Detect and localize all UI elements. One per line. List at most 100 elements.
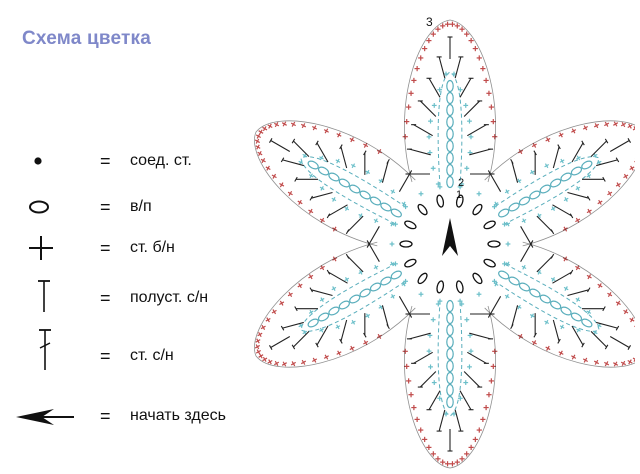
legend-row-double-crochet: = ст. с/н [12, 329, 292, 374]
dc-stitch-top [602, 306, 606, 312]
dc-stitch-top [291, 138, 296, 144]
last-round-stitch [634, 325, 635, 330]
chain-stitch [328, 306, 340, 316]
last-round-stitch [255, 339, 261, 343]
last-round-stitch [623, 174, 629, 179]
dc-stitch [293, 140, 310, 157]
dc-stitch [409, 148, 431, 156]
dc-stitch [454, 56, 462, 79]
petal-outline [404, 305, 496, 469]
legend-equals: = [100, 197, 111, 217]
ring-chain [399, 240, 413, 248]
last-round-stitch [300, 123, 307, 128]
legend-label: ст. б/н [130, 239, 175, 256]
chain-stitch [570, 312, 583, 322]
chain-loop [437, 71, 463, 187]
legend-label: начать здесь [130, 407, 226, 424]
dc-stitch [596, 321, 618, 329]
sc-stitch [319, 328, 324, 332]
chain-stitch [446, 151, 454, 165]
sc-stitch [331, 286, 337, 291]
sc-stitch [575, 297, 581, 302]
chain-stitch [390, 208, 402, 218]
ring-chain [417, 203, 428, 216]
chain-stitch [446, 347, 454, 361]
chain-stitch [390, 270, 402, 280]
dc-stitch-top [315, 140, 319, 146]
chain-stitch [508, 276, 520, 286]
last-round-stitch [607, 292, 613, 297]
last-round-stitch [260, 158, 266, 163]
legend-row-single-crochet: = ст. б/н [12, 232, 292, 266]
dc-stitch-top [587, 287, 591, 293]
chain-loop [494, 263, 600, 332]
dc-stitch [571, 142, 584, 163]
legend-label: в/п [130, 198, 152, 215]
chain-stitch [446, 139, 454, 153]
chain-stitch [307, 160, 319, 170]
last-round-stitch [632, 357, 635, 362]
last-round-stitch [363, 143, 369, 148]
chain-stitch [446, 323, 454, 337]
dc-stitch-top [280, 157, 285, 163]
chain-stitch [539, 294, 551, 304]
dc-stitch [295, 308, 318, 310]
dc-stitch [316, 142, 329, 163]
last-round-stitch [363, 340, 369, 345]
chain-stitch [539, 184, 551, 194]
dc-stitch [520, 242, 533, 262]
chain-stitch [307, 318, 319, 328]
dc-stitch [293, 331, 310, 348]
chain-stitch [328, 172, 340, 182]
sc-stitch [576, 156, 581, 160]
dc-stitch [340, 319, 348, 342]
dc-stitch-top [309, 287, 313, 293]
chain-stitch [446, 299, 454, 313]
last-round-stitch [627, 360, 633, 364]
ring-chain [483, 258, 496, 268]
last-round-stitch [604, 361, 610, 366]
last-round-stitch [349, 346, 355, 351]
last-round-stitch [571, 129, 577, 133]
sc-stitch [505, 262, 511, 266]
ring-chain [404, 220, 417, 230]
last-round-stitch [300, 360, 307, 365]
dc-stitch-top [309, 195, 313, 201]
start-arrow-icon [442, 218, 458, 256]
petal [254, 240, 416, 368]
dc-stitch-top [569, 269, 574, 275]
dc-stitch [609, 336, 630, 348]
dc-stitch [295, 178, 318, 180]
chain-stitch [317, 166, 330, 176]
sc-stitch [390, 189, 396, 194]
last-round-stitch [634, 158, 635, 163]
dc-stitch [469, 332, 491, 340]
dc-stitch-top [315, 342, 319, 348]
legend-row-chain: = в/п [12, 191, 292, 225]
last-round-stitch [562, 227, 568, 231]
chain-stitch [349, 294, 361, 304]
dc-stitch [409, 332, 431, 340]
dc-stitch [590, 331, 607, 348]
chain-stitch [446, 91, 454, 105]
dc-stitch [328, 204, 348, 217]
sc-stitch [344, 277, 350, 282]
last-round-stitch [260, 325, 266, 330]
dc-stitch [489, 172, 502, 192]
dc-stitch [467, 351, 487, 364]
chain-stitch [498, 208, 510, 218]
last-round-stitch [308, 274, 314, 279]
legend-row-start-here: = начать здесь [12, 400, 292, 434]
dc-stitch [270, 336, 291, 348]
ring-chain [436, 194, 445, 208]
dc-stitch [340, 146, 348, 169]
dc-stitch [398, 172, 411, 192]
dc-stitch-top [294, 176, 298, 182]
chain-stitch [560, 306, 572, 316]
last-round-stitch [604, 122, 610, 127]
dc-stitch-top [269, 138, 273, 143]
dc-stitch [428, 78, 441, 98]
last-round-stitch [597, 283, 603, 288]
last-round-stitch [332, 257, 338, 261]
dc-stitch [552, 271, 572, 284]
